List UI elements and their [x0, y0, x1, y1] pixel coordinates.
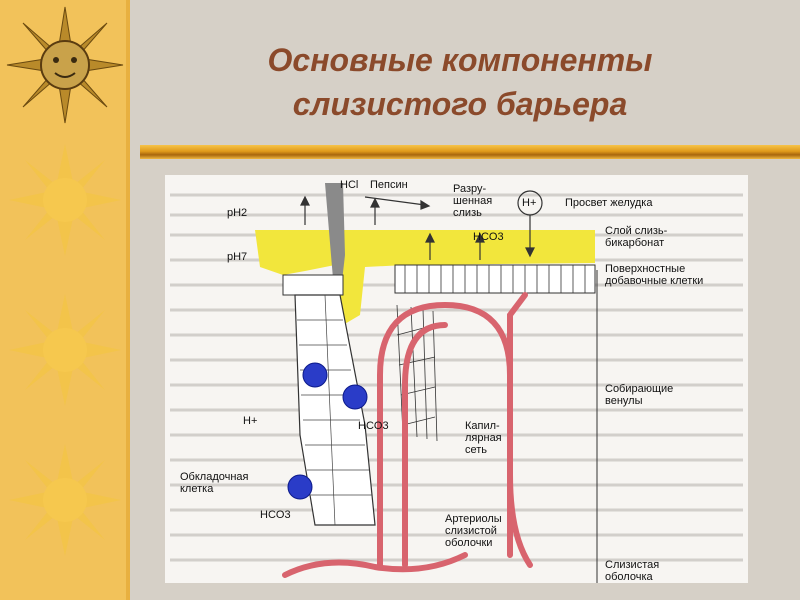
label-collecting-venules-1: Собирающие [605, 383, 674, 395]
title-line-2: слизистого барьера [292, 86, 628, 122]
label-surface-cells-2: добавочные клетки [605, 275, 704, 287]
label-parietal-cell-2: клетка [180, 483, 214, 495]
title-line-1: Основные компоненты [267, 42, 653, 78]
gastric-gland [294, 294, 376, 526]
parietal-nucleus [302, 362, 328, 388]
label-parietal-cell-1: Обкладочная [180, 471, 249, 483]
label-mucosa-2: оболочка [605, 571, 653, 583]
label-capillary-2: лярная [465, 432, 502, 444]
sun-face-icon [6, 6, 124, 124]
label-arterioles-2: слизистой [445, 525, 497, 537]
label-capillary-1: Капил- [465, 420, 500, 432]
label-pepsin: Пепсин [370, 179, 408, 191]
label-stomach-lumen: Просвет желудка [565, 197, 653, 209]
label-ph7: pH7 [227, 251, 248, 263]
mucosal-arteriole [507, 292, 528, 558]
label-hco3-low: HCO3 [260, 509, 291, 521]
parietal-nucleus [287, 474, 313, 500]
label-surface-cells-1: Поверхностные [605, 263, 686, 275]
decorative-left-strip [0, 0, 130, 600]
label-mucosa-1: Слизистая [605, 559, 660, 571]
label-destroyed-mucus-3: слизь [453, 207, 482, 219]
arteriole [282, 552, 468, 578]
label-arterioles-3: оболочки [445, 537, 493, 549]
label-arterioles-1: Артериолы [445, 513, 502, 525]
label-collecting-venules-2: венулы [605, 395, 643, 407]
label-hco3-top: HCO3 [473, 231, 504, 243]
label-h-plus-top: H+ [522, 197, 537, 209]
label-hcl: HCl [340, 179, 359, 191]
title-divider [140, 145, 800, 159]
label-h-plus-mid: H+ [243, 415, 258, 427]
label-capillary-3: сеть [465, 444, 488, 456]
parietal-nucleus [342, 384, 368, 410]
capillary-loop [377, 301, 533, 568]
collecting-venule [402, 322, 448, 568]
slide-title: Основные компоненты слизистого барьера [150, 38, 770, 126]
label-destroyed-mucus-1: Разру- [453, 183, 487, 195]
sun-icon [9, 444, 121, 556]
label-mucus-layer-2: бикарбонат [605, 237, 665, 249]
diagram-drawing [170, 183, 743, 583]
label-ph2: pH2 [227, 207, 248, 219]
h-plus-bubble [517, 190, 543, 216]
sun-icon [9, 144, 121, 256]
mucosal-barrier-diagram: HCl Пепсин Разру- шенная слизь H+ Просве… [165, 175, 748, 583]
sun-icon [9, 294, 121, 406]
label-mucus-layer-1: Слой слизь- [605, 225, 668, 237]
label-destroyed-mucus-2: шенная [453, 195, 493, 207]
label-hco3-mid: HCO3 [358, 420, 389, 432]
